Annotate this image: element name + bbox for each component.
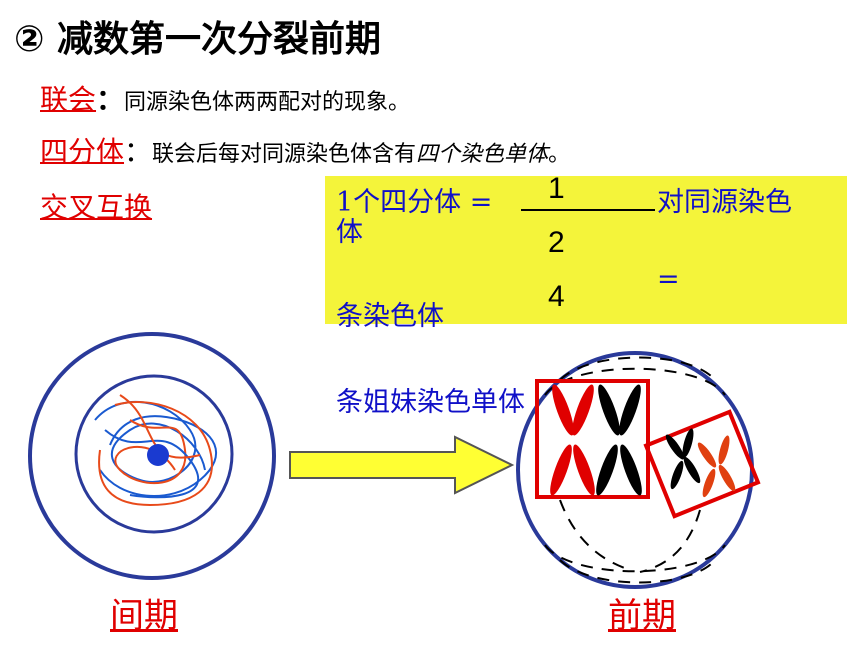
fill-line1-a: 1个四分体 = [336, 187, 493, 218]
fill-in-box [325, 176, 847, 324]
fill-line1-b: 对同源染色 [657, 187, 792, 218]
chromatin-tangle [94, 394, 218, 507]
synapsis-desc: 同源染色体两两配对的现象。 [124, 90, 411, 115]
tetrad-end: 。 [548, 142, 571, 167]
fill-line1-c: 体 [336, 217, 363, 248]
tetrad-colon: ： [124, 135, 153, 168]
blank-answer-3: 4 [548, 280, 565, 313]
centromere [569, 436, 577, 444]
blank-answer-2: 2 [548, 226, 565, 259]
homolog-pair-box-2 [643, 409, 761, 519]
spindle-dashes [544, 356, 726, 584]
page-title: ② 减数第一次分裂前期 [14, 19, 382, 60]
centromere [616, 436, 624, 444]
fill-eq: = [657, 264, 680, 295]
label-prophase: 前期 [608, 596, 676, 636]
right-arrow-icon [289, 435, 515, 495]
crossover-term: 交叉互换 [40, 191, 153, 224]
blank-answer-1: 1 [548, 172, 565, 205]
red-chromosome-2 [697, 435, 736, 498]
fill-line2: 条染色体 [336, 301, 444, 332]
tetrad-desc-italic: 四个染色单体 [416, 142, 549, 167]
tetrad-term: 四分体 [40, 135, 125, 168]
fill-line3: 条姐妹染色单体 [336, 387, 525, 418]
synapsis-term: 联会 [40, 83, 97, 116]
synapsis-line: 联会：同源染色体两两配对的现象。 [40, 78, 410, 118]
synapsis-colon: ： [96, 83, 125, 116]
homolog-pair-box-1 [535, 379, 650, 499]
tetrad-desc: 联会后每对同源染色体含有 [152, 142, 417, 167]
black-chromosome-2 [665, 428, 701, 490]
red-chromosome-1 [550, 384, 595, 496]
tetrad-line: 四分体：联会后每对同源染色体含有四个染色单体。 [40, 130, 570, 170]
nucleolus [147, 444, 169, 466]
black-chromosome-1 [596, 384, 642, 496]
blank-underline [521, 209, 655, 211]
label-interphase: 间期 [110, 596, 178, 636]
